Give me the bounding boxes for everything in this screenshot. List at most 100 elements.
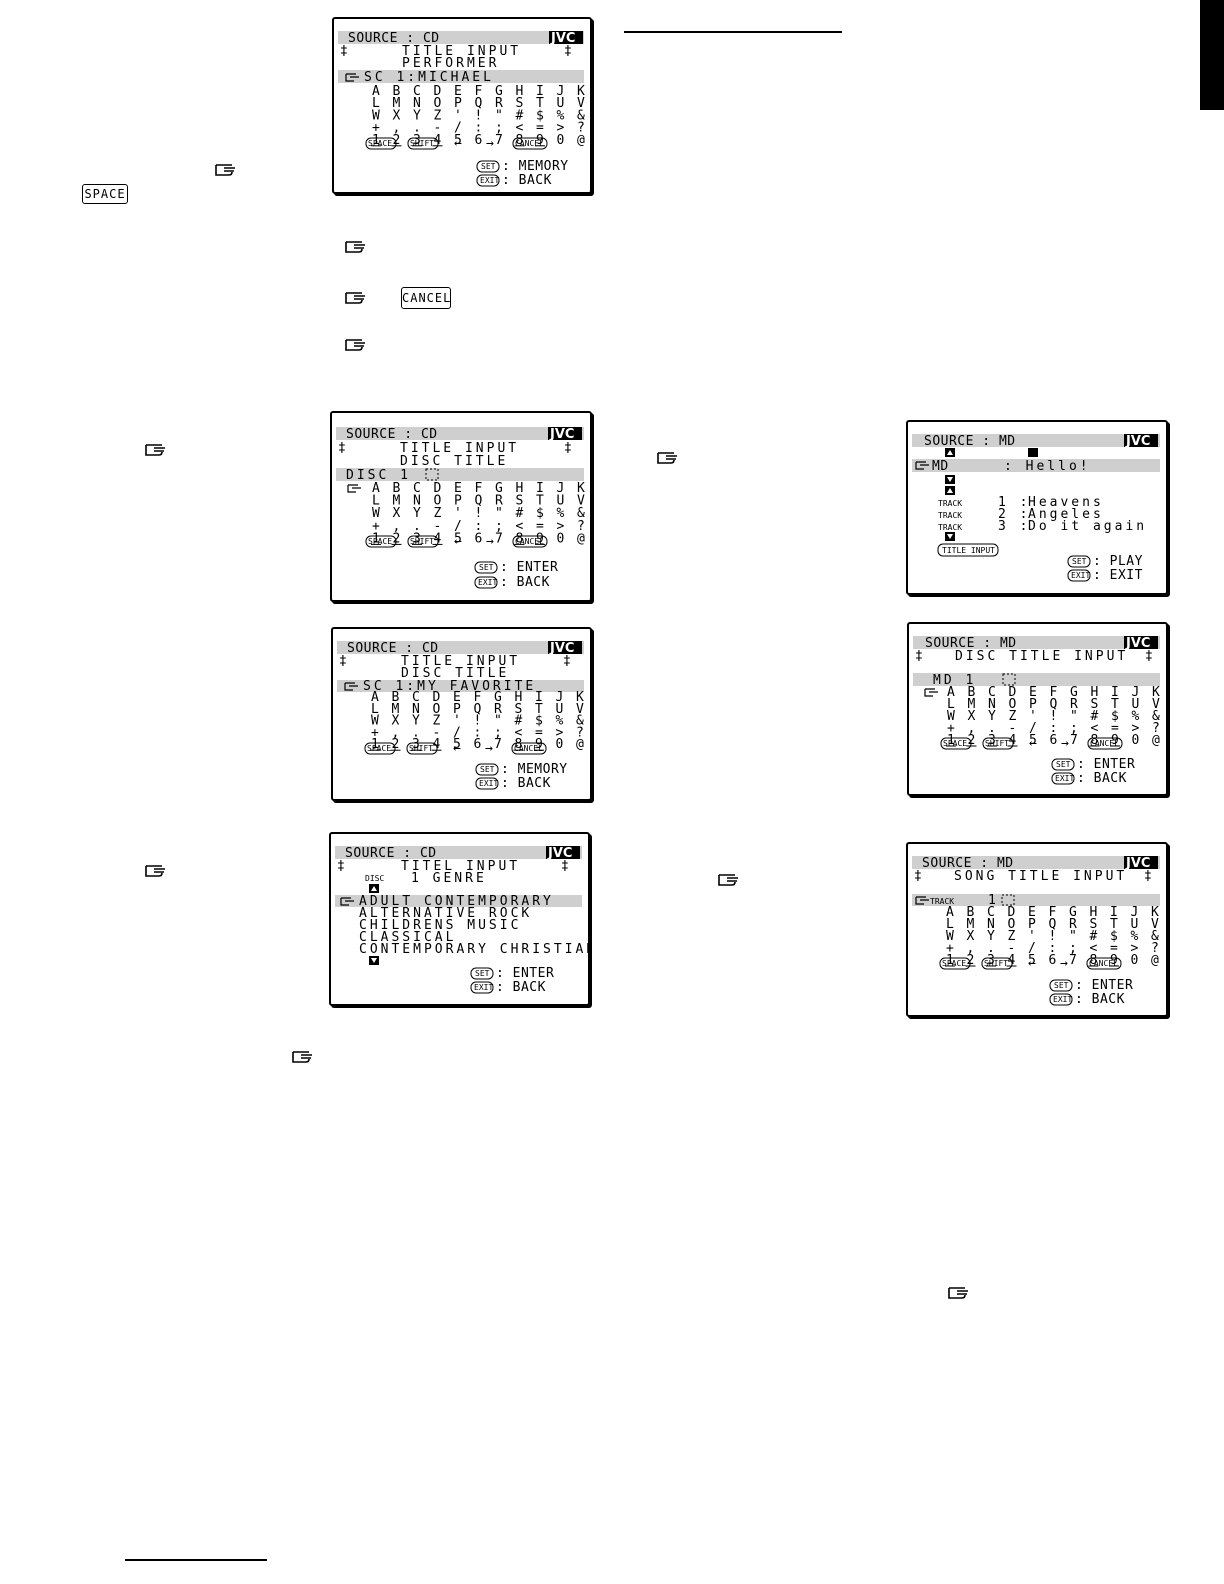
grid-char[interactable]: : (1050, 721, 1058, 736)
grid-char[interactable]: J (1132, 685, 1140, 700)
grid-char[interactable]: W (946, 929, 954, 944)
grid-char[interactable]: + (947, 721, 955, 736)
grid-char[interactable]: K (577, 481, 585, 496)
grid-char[interactable]: S (515, 702, 523, 717)
grid-char[interactable]: @ (1151, 953, 1159, 968)
grid-char[interactable]: % (1131, 929, 1139, 944)
grid-char[interactable]: C (988, 685, 996, 700)
grid-char[interactable]: > (556, 725, 564, 740)
grid-char[interactable]: 0 (557, 133, 565, 148)
cursor-left-button[interactable]: ← (454, 136, 462, 151)
grid-char[interactable]: F (1050, 685, 1058, 700)
grid-char[interactable]: 3 (412, 737, 420, 752)
grid-char[interactable]: U (1132, 697, 1140, 712)
grid-char[interactable]: & (1151, 929, 1159, 944)
cursor-left-button[interactable]: ← (454, 534, 462, 549)
grid-char[interactable]: G (495, 84, 503, 99)
grid-char[interactable]: : (474, 725, 482, 740)
grid-char[interactable]: F (1049, 905, 1057, 920)
grid-char[interactable]: ? (576, 725, 584, 740)
grid-char[interactable]: O (434, 96, 442, 111)
grid-char[interactable]: J (1131, 905, 1139, 920)
grid-char[interactable]: # (1090, 929, 1098, 944)
grid-char[interactable]: A (947, 685, 955, 700)
grid-char[interactable]: $ (1110, 929, 1118, 944)
grid-char[interactable]: I (1110, 905, 1118, 920)
grid-char[interactable]: F (475, 84, 483, 99)
grid-char[interactable]: = (1111, 721, 1119, 736)
grid-char[interactable]: % (1132, 709, 1140, 724)
grid-char[interactable]: L (372, 494, 380, 509)
grid-char[interactable]: 2 (968, 733, 976, 748)
grid-char[interactable]: " (1069, 929, 1077, 944)
grid-char[interactable]: C (413, 84, 421, 99)
grid-char[interactable]: D (1009, 685, 1017, 700)
grid-char[interactable]: U (557, 494, 565, 509)
grid-char[interactable]: K (576, 690, 584, 705)
grid-char[interactable]: , (968, 721, 976, 736)
grid-char[interactable]: A (372, 84, 380, 99)
grid-char[interactable]: ; (1069, 941, 1077, 956)
grid-char[interactable]: > (1132, 721, 1140, 736)
grid-char[interactable]: 3 (988, 733, 996, 748)
grid-char[interactable]: & (1152, 709, 1160, 724)
grid-char[interactable]: Z (1009, 709, 1017, 724)
grid-char[interactable]: H (516, 481, 524, 496)
grid-char[interactable]: T (536, 96, 544, 111)
grid-char[interactable]: M (392, 702, 400, 717)
grid-char[interactable]: N (988, 697, 996, 712)
grid-char[interactable]: - (434, 121, 442, 136)
grid-char[interactable]: U (556, 702, 564, 717)
grid-char[interactable]: V (577, 494, 585, 509)
grid-char[interactable]: K (1151, 905, 1159, 920)
shift-button[interactable] (982, 737, 1014, 750)
grid-char[interactable]: U (557, 96, 565, 111)
grid-char[interactable]: H (516, 84, 524, 99)
grid-char[interactable]: + (372, 121, 380, 136)
grid-char[interactable]: Y (987, 929, 995, 944)
shift-button[interactable] (406, 742, 438, 755)
grid-char[interactable]: L (947, 697, 955, 712)
grid-char[interactable]: # (1091, 709, 1099, 724)
grid-char[interactable]: < (1091, 721, 1099, 736)
grid-char[interactable]: S (1090, 917, 1098, 932)
grid-char[interactable]: 1 (946, 953, 954, 968)
grid-char[interactable]: B (967, 905, 975, 920)
grid-char[interactable]: @ (577, 531, 585, 546)
grid-char[interactable]: Y (412, 714, 420, 729)
grid-char[interactable]: < (516, 519, 524, 534)
grid-char[interactable]: ! (475, 506, 483, 521)
grid-char[interactable]: Q (1049, 917, 1057, 932)
grid-char[interactable]: 8 (516, 531, 524, 546)
grid-char[interactable]: 6 (475, 531, 483, 546)
grid-char[interactable]: / (454, 121, 462, 136)
grid-char[interactable]: / (1028, 941, 1036, 956)
grid-char[interactable]: V (577, 96, 585, 111)
grid-char[interactable]: / (454, 519, 462, 534)
grid-char[interactable]: # (515, 714, 523, 729)
grid-char[interactable]: @ (577, 133, 585, 148)
cursor-right-button[interactable]: → (1060, 956, 1068, 971)
grid-char[interactable]: 6 (474, 737, 482, 752)
grid-char[interactable]: N (413, 494, 421, 509)
grid-char[interactable]: Q (474, 702, 482, 717)
grid-char[interactable]: ? (1151, 941, 1159, 956)
cancel-button[interactable] (511, 742, 547, 755)
grid-char[interactable]: T (1111, 697, 1119, 712)
grid-char[interactable]: & (577, 108, 585, 123)
grid-char[interactable]: N (412, 702, 420, 717)
grid-char[interactable]: + (946, 941, 954, 956)
grid-char[interactable]: I (535, 690, 543, 705)
shift-button[interactable] (407, 137, 439, 150)
grid-char[interactable]: $ (1111, 709, 1119, 724)
grid-char[interactable]: V (1151, 917, 1159, 932)
grid-char[interactable]: 0 (1132, 733, 1140, 748)
grid-char[interactable]: X (968, 709, 976, 724)
grid-char[interactable]: 1 (372, 531, 380, 546)
genre-item[interactable]: CONTEMPORARY CHRISTIAN (359, 942, 588, 957)
grid-char[interactable]: = (535, 725, 543, 740)
grid-char[interactable]: R (495, 494, 503, 509)
grid-char[interactable]: - (1009, 721, 1017, 736)
grid-char[interactable]: . (987, 941, 995, 956)
grid-char[interactable]: W (372, 108, 380, 123)
